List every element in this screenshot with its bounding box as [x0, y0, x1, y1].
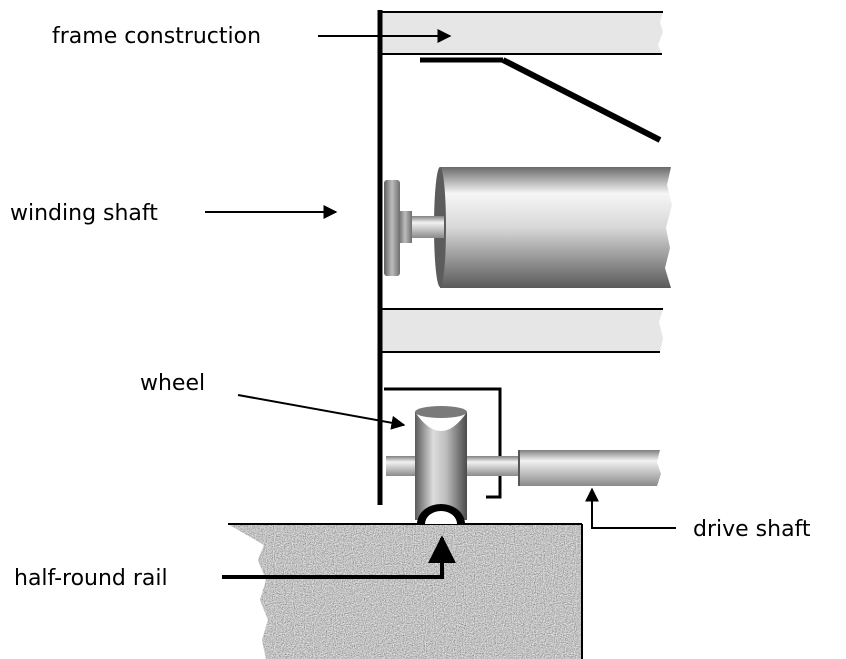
- frame-beam-top: [380, 11, 663, 55]
- winding-shaft: [384, 167, 672, 288]
- label-frame-construction: frame construction: [52, 24, 261, 49]
- label-drive-shaft: drive shaft: [693, 517, 811, 542]
- label-winding-shaft: winding shaft: [10, 201, 158, 226]
- label-half-round-rail: half-round rail: [14, 566, 168, 591]
- callout-lines: [205, 29, 676, 579]
- frame-brace: [420, 57, 662, 143]
- concrete-base: [228, 523, 583, 659]
- frame-beam-lower: [380, 308, 663, 353]
- half-round-rail: [417, 504, 465, 524]
- label-wheel: wheel: [140, 371, 205, 396]
- wheel-bracket: [384, 387, 502, 499]
- wheel: [415, 406, 467, 520]
